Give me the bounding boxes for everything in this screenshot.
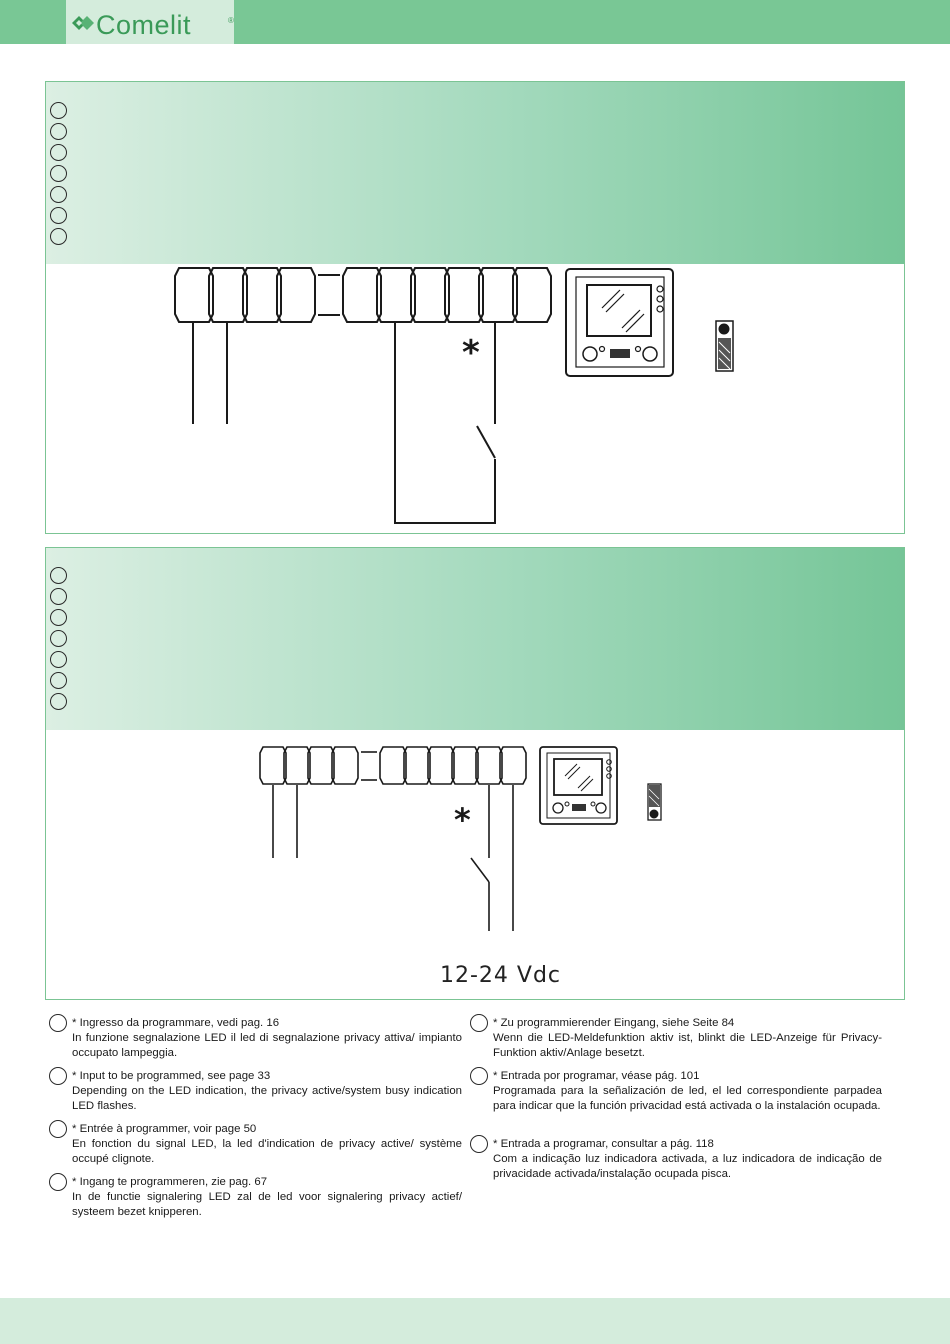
note-body: Programada para la señalización de led, … bbox=[493, 1085, 882, 1112]
terminal-icon bbox=[208, 267, 248, 323]
language-bullet-icon bbox=[49, 1014, 67, 1032]
language-bullet-icon bbox=[50, 588, 67, 605]
language-bullet-icon bbox=[49, 1120, 67, 1138]
jumper-icon bbox=[647, 783, 662, 821]
note-english: * Input to be programmed, see page 33 De… bbox=[49, 1067, 462, 1114]
note-title: * Ingresso da programmare, vedi pag. 16 bbox=[72, 1017, 280, 1029]
footer-bar bbox=[0, 1298, 950, 1344]
supply-voltage-label: 12-24 Vdc bbox=[440, 963, 562, 988]
language-bullet-icon bbox=[50, 144, 67, 161]
language-bullet-icon bbox=[50, 609, 67, 626]
note-german: * Zu programmierender Eingang, siehe Sei… bbox=[470, 1014, 882, 1061]
monitor-icon bbox=[565, 268, 674, 377]
language-bullet-icon bbox=[50, 651, 67, 668]
language-bullet-icon bbox=[50, 186, 67, 203]
asterisk-mark: * bbox=[462, 333, 480, 373]
terminal-icon bbox=[499, 746, 527, 785]
note-portuguese: * Entrada a programar, consultar a pág. … bbox=[470, 1135, 882, 1182]
note-body: Com a indicação luz indicadora activada,… bbox=[493, 1153, 882, 1180]
wiring-panel-1: * bbox=[45, 81, 905, 534]
terminal-icon bbox=[331, 746, 359, 785]
terminal-icon bbox=[259, 746, 287, 785]
language-bullet-icon bbox=[50, 672, 67, 689]
wiring-panel-2: * 12-24 Vdc bbox=[45, 547, 905, 1000]
comelit-mark-icon bbox=[72, 16, 94, 30]
terminal-icon bbox=[342, 267, 382, 323]
language-bullet-icon bbox=[50, 630, 67, 647]
language-bullet-icon bbox=[50, 165, 67, 182]
wiring-diagram-2: * bbox=[259, 746, 662, 931]
note-body: Wenn die LED-Meldefunktion aktiv ist, bl… bbox=[493, 1032, 882, 1059]
language-bullet-icon bbox=[470, 1067, 488, 1085]
language-bullet-icon bbox=[49, 1173, 67, 1191]
terminal-icon bbox=[174, 267, 214, 323]
monitor-icon bbox=[539, 746, 618, 825]
panel-1-title-band bbox=[46, 82, 904, 264]
language-bullet-icon bbox=[50, 228, 67, 245]
brand-name: Comelit bbox=[96, 10, 192, 40]
note-title: * Entrada a programar, consultar a pág. … bbox=[493, 1138, 714, 1150]
terminal-icon bbox=[376, 267, 416, 323]
jumper-icon bbox=[715, 320, 734, 372]
terminal-icon bbox=[451, 746, 479, 785]
language-bullet-icon bbox=[50, 207, 67, 224]
brand-registered-mark: ® bbox=[228, 16, 234, 25]
terminal-icon bbox=[475, 746, 503, 785]
terminal-icon bbox=[403, 746, 431, 785]
note-title: * Ingang te programmeren, zie pag. 67 bbox=[72, 1176, 268, 1188]
language-bullet-icon bbox=[470, 1014, 488, 1032]
note-body: En fonction du signal LED, la led d'indi… bbox=[72, 1138, 462, 1165]
note-body: In funzione segnalazione LED il led di s… bbox=[72, 1032, 462, 1059]
terminal-icon bbox=[276, 267, 316, 323]
terminal-icon bbox=[307, 746, 335, 785]
language-bullet-icon bbox=[50, 567, 67, 584]
note-title: * Input to be programmed, see page 33 bbox=[72, 1070, 271, 1082]
note-title: * Entrada por programar, véase pág. 101 bbox=[493, 1070, 700, 1082]
language-bullet-icon bbox=[50, 102, 67, 119]
terminal-icon bbox=[427, 746, 455, 785]
terminal-icon bbox=[283, 746, 311, 785]
language-bullet-icon bbox=[49, 1067, 67, 1085]
terminal-icon bbox=[379, 746, 407, 785]
panel-2-title-band bbox=[46, 548, 904, 730]
terminal-icon bbox=[512, 267, 552, 323]
note-italian: * Ingresso da programmare, vedi pag. 16 … bbox=[49, 1014, 462, 1061]
note-spanish: * Entrada por programar, véase pág. 101 … bbox=[470, 1067, 882, 1114]
terminal-icon bbox=[242, 267, 282, 323]
asterisk-mark: * bbox=[454, 801, 471, 839]
note-french: * Entrée à programmer, voir page 50 En f… bbox=[49, 1120, 462, 1167]
note-title: * Zu programmierender Eingang, siehe Sei… bbox=[493, 1017, 735, 1029]
note-body: Depending on the LED indication, the pri… bbox=[72, 1085, 462, 1112]
language-bullet-icon bbox=[50, 693, 67, 710]
note-body: In de functie signalering LED zal de led… bbox=[72, 1191, 462, 1218]
language-bullet-icon bbox=[470, 1135, 488, 1153]
note-title: * Entrée à programmer, voir page 50 bbox=[72, 1123, 257, 1135]
note-dutch: * Ingang te programmeren, zie pag. 67 In… bbox=[49, 1173, 462, 1220]
terminal-icon bbox=[478, 267, 518, 323]
terminal-icon bbox=[410, 267, 450, 323]
terminal-icon bbox=[444, 267, 484, 323]
wiring-diagram-1: * bbox=[174, 267, 734, 524]
language-bullet-icon bbox=[50, 123, 67, 140]
brand-logo: Comelit ® bbox=[66, 0, 234, 44]
